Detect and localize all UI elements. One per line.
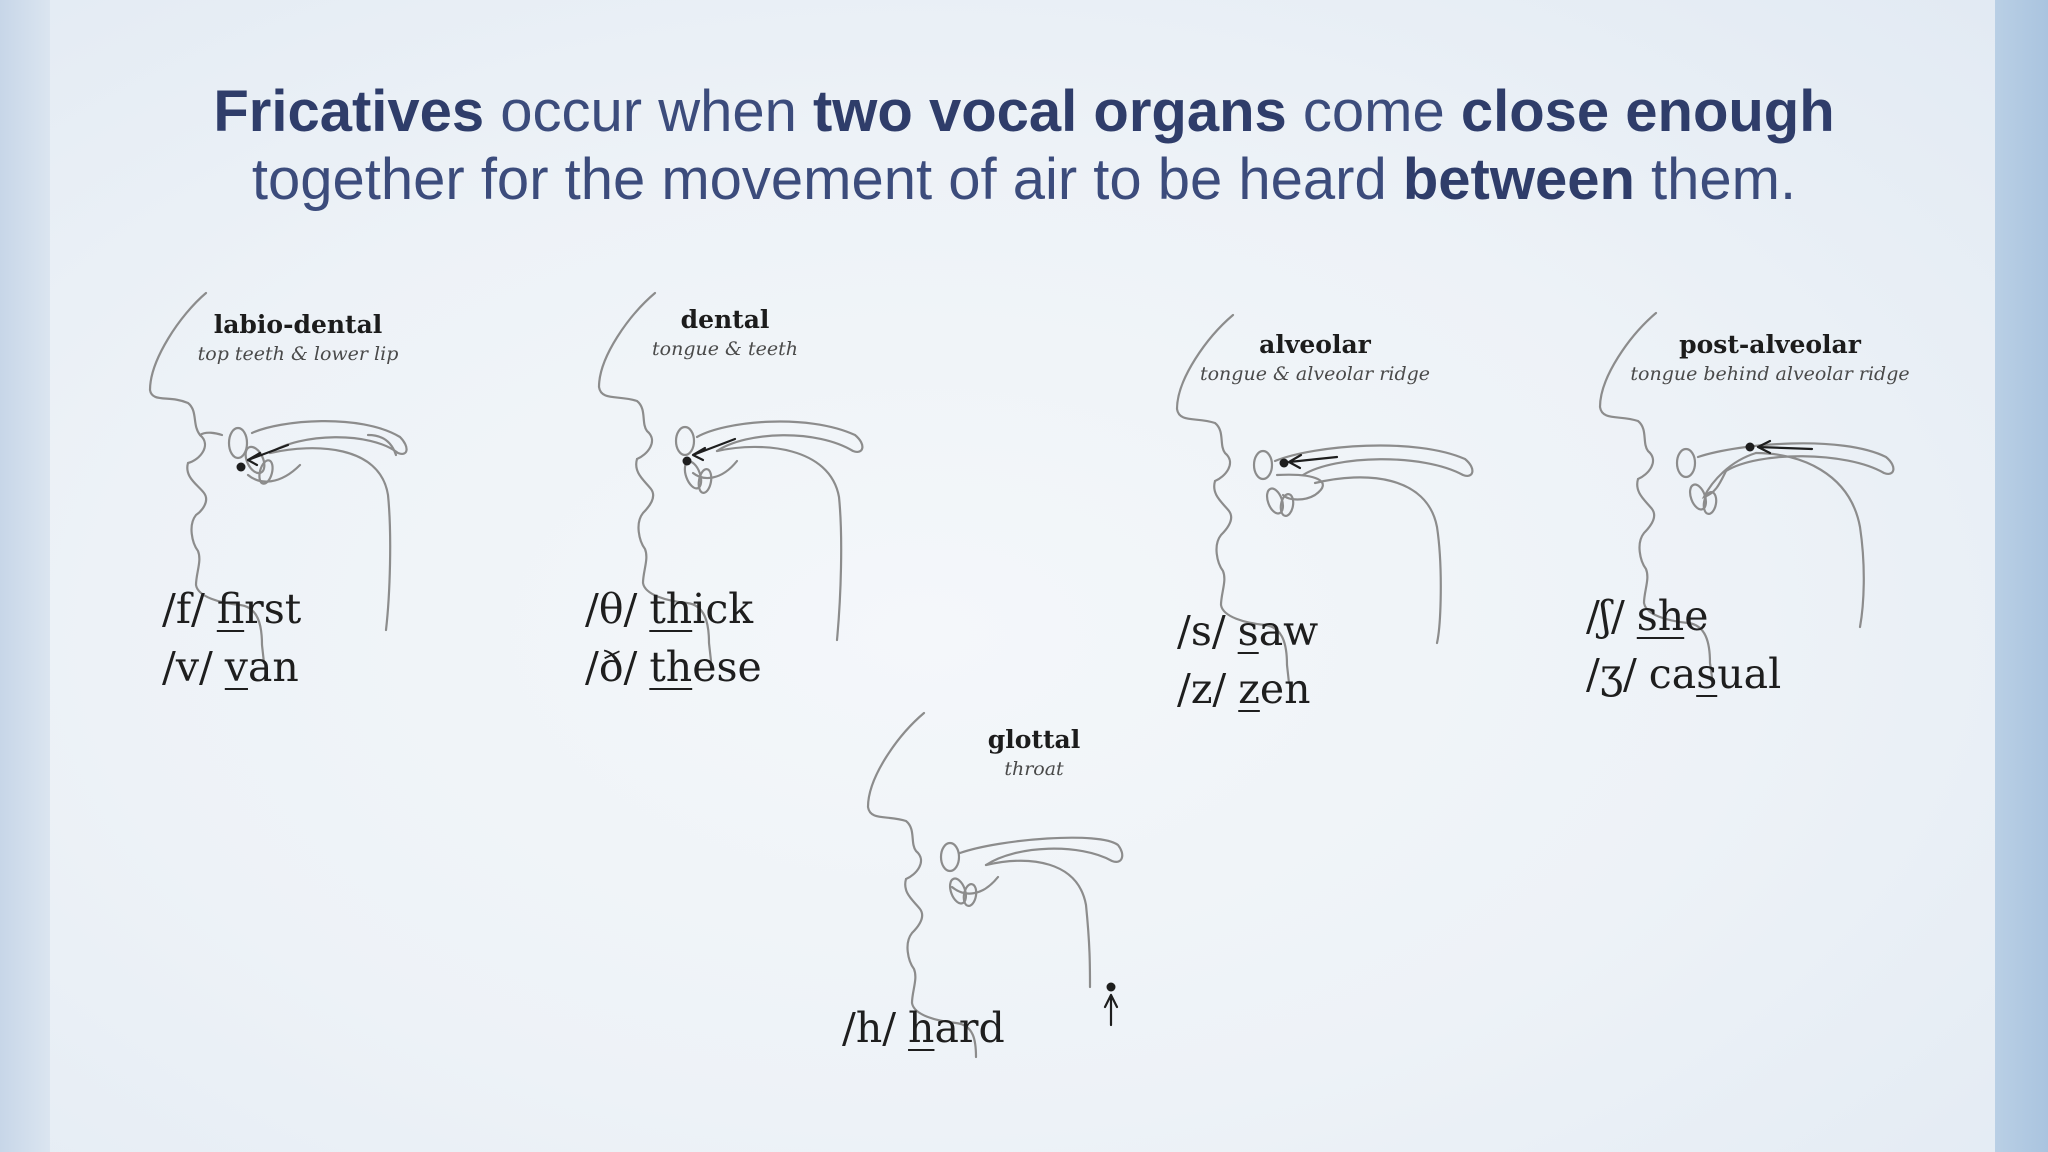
ipa-symbol: /ʃ/: [1586, 592, 1625, 640]
example-underlined: v: [224, 643, 248, 691]
place-subtitle: tongue behind alveolar ridge: [1630, 363, 1910, 385]
place-title: alveolar: [1259, 330, 1371, 359]
diagram-alveolar: alveolar tongue & alveolar ridge /s/saw …: [1165, 305, 1485, 725]
example-rest: ese: [692, 643, 762, 691]
headline-line-1: Fricatives occur when two vocal organs c…: [0, 78, 2048, 146]
phoneme-example: /ʒ/casual: [1586, 645, 1781, 703]
ipa-symbol: /h/: [842, 1004, 897, 1052]
place-subtitle: tongue & alveolar ridge: [1199, 363, 1431, 385]
place-title: labio-dental: [213, 310, 383, 339]
place-subtitle: top teeth & lower lip: [197, 343, 399, 365]
head-profile-outline: [866, 711, 1124, 1059]
slide-edge: [1995, 0, 2048, 1152]
headline-text: together for the movement of air to be h…: [251, 147, 1403, 212]
example-rest: an: [247, 643, 299, 691]
ipa-symbol: /θ/: [585, 585, 638, 633]
headline-term: Fricatives: [213, 79, 485, 144]
phoneme-example: /ʃ/she: [1586, 587, 1708, 645]
example-rest: aw: [1258, 607, 1319, 655]
head-profile-outline: [597, 291, 864, 663]
ipa-symbol: /ʒ/: [1586, 650, 1637, 698]
ipa-symbol: /z/: [1177, 665, 1227, 713]
headline-text: occur when: [484, 79, 813, 144]
headline-emphasis: between: [1402, 147, 1635, 212]
ipa-symbol: /s/: [1177, 607, 1226, 655]
place-subtitle: throat: [1004, 758, 1064, 780]
slide-background: [50, 0, 1995, 1152]
phoneme-example: /f/first: [162, 580, 301, 638]
head-profile-outline: [1175, 313, 1474, 685]
example-rest: ual: [1717, 650, 1782, 698]
phoneme-example: /z/zen: [1177, 660, 1311, 718]
phoneme-example: /h/hard: [842, 999, 1005, 1057]
example-underlined: th: [649, 585, 693, 633]
example-rest: e: [1684, 592, 1709, 640]
place-title: glottal: [987, 725, 1081, 754]
example-underlined: f: [216, 585, 245, 633]
example-underlined: s: [1237, 607, 1259, 655]
head-profile-outline: [148, 291, 408, 665]
example-underlined: z: [1238, 665, 1260, 713]
example-underlined: th: [649, 643, 693, 691]
headline-text: them.: [1634, 147, 1797, 212]
place-subtitle: tongue & teeth: [652, 338, 798, 360]
place-title: dental: [680, 305, 770, 334]
diagram-dental: dental tongue & teeth /θ/thick /ð/these: [585, 285, 885, 705]
headline-emphasis: two vocal organs: [812, 79, 1287, 144]
place-title: post-alveolar: [1679, 330, 1861, 359]
ipa-symbol: /ð/: [585, 643, 638, 691]
phoneme-example: /ð/these: [585, 638, 762, 696]
phoneme-example: /θ/thick: [585, 580, 753, 638]
headline: Fricatives occur when two vocal organs c…: [0, 78, 2048, 214]
phoneme-example: /v/van: [162, 638, 299, 696]
example-rest: irst: [244, 585, 302, 633]
diagram-labio-dental: labio-dental top teeth & lower lip /f/fi…: [140, 285, 440, 705]
diagram-glottal: glottal throat /h/hard: [840, 705, 1160, 1105]
example-underlined: s: [1696, 650, 1718, 698]
example-pre: ca: [1648, 650, 1697, 698]
example-rest: ard: [934, 1004, 1005, 1052]
example-rest: ick: [692, 585, 754, 633]
diagram-post-alveolar: post-alveolar tongue behind alveolar rid…: [1580, 305, 1920, 725]
headline-text: come: [1286, 79, 1461, 144]
ipa-symbol: /v/: [162, 643, 213, 691]
example-underlined: h: [908, 1004, 935, 1052]
head-profile-outline: [1598, 311, 1895, 679]
headline-line-2: together for the movement of air to be h…: [0, 146, 2048, 214]
phoneme-example: /s/saw: [1177, 602, 1318, 660]
example-underlined: sh: [1636, 592, 1685, 640]
ipa-symbol: /f/: [162, 585, 205, 633]
headline-emphasis: close enough: [1460, 79, 1835, 144]
example-rest: en: [1259, 665, 1311, 713]
